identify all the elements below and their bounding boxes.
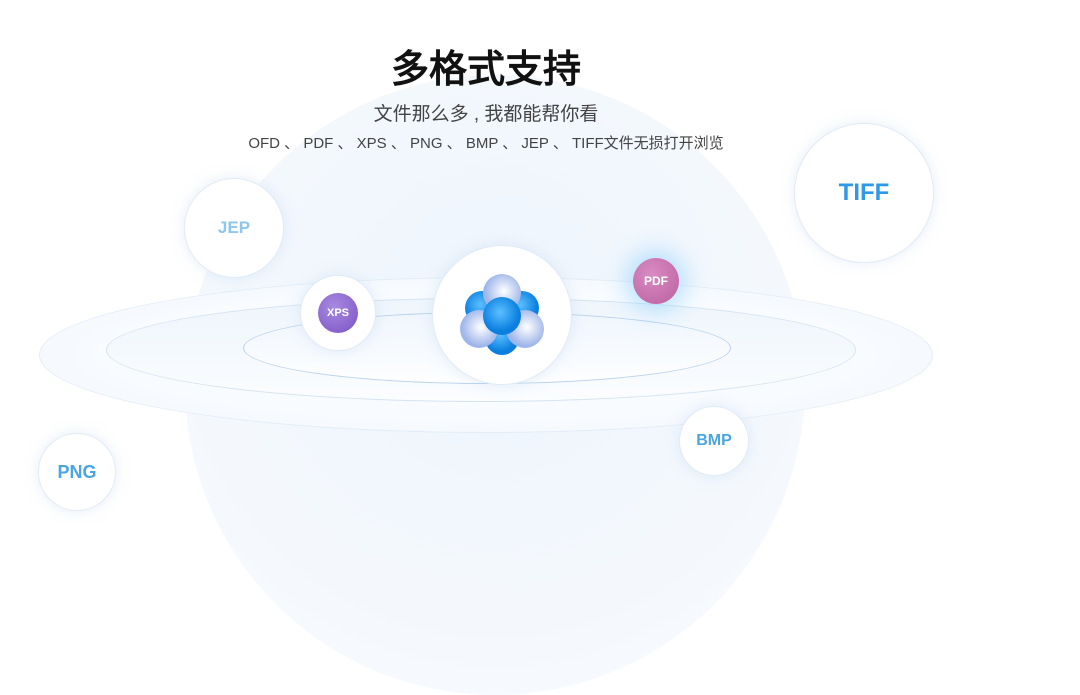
page-title: 多格式支持 [390,49,581,91]
format-bubble-png: PNG [38,433,116,511]
format-bubble-xps: XPS [300,275,376,351]
subtitle: 文件那么多 , 我都能帮你看 [373,104,599,125]
format-label: PNG [57,461,97,482]
format-bubble-tiff: TIFF [794,123,934,263]
format-bubble-pdf: PDF [633,258,679,304]
formats-description: OFD 、 PDF 、 XPS 、 PNG 、 BMP 、 JEP 、 TIFF… [248,135,724,152]
format-label: TIFF [838,179,890,206]
format-label: PDF [644,274,668,288]
format-bubble-bmp: BMP [679,406,749,476]
molecule-logo-icon [460,274,544,355]
format-label: BMP [696,432,732,449]
format-label: XPS [326,307,349,319]
format-bubble-jep: JEP [184,178,284,278]
center-logo-bubble [432,245,572,385]
xps-icon: XPS [318,293,358,333]
format-label: JEP [217,218,251,237]
